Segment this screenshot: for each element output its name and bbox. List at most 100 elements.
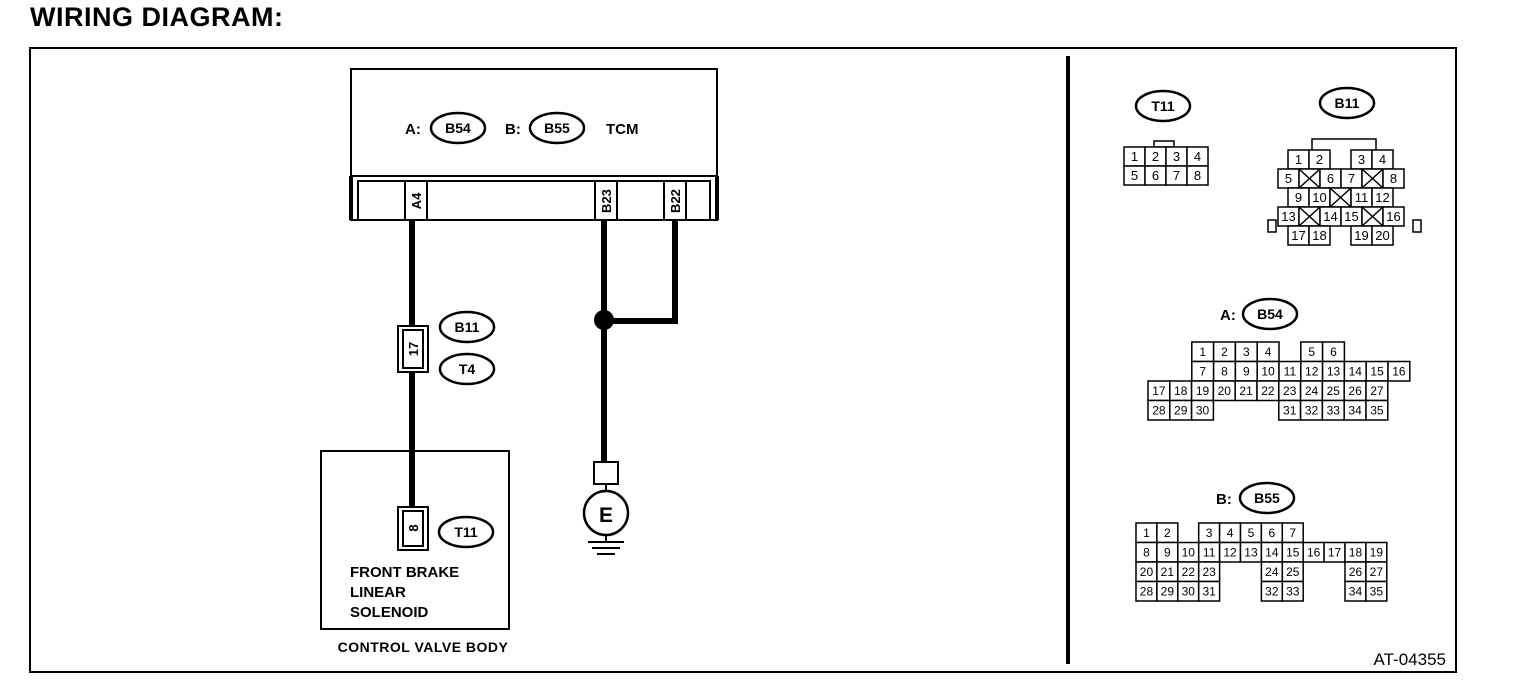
pin-number: 15 bbox=[1286, 546, 1300, 560]
pin-number: 8 bbox=[1390, 171, 1397, 186]
pin-number: 13 bbox=[1244, 546, 1258, 560]
pin-number: 32 bbox=[1265, 585, 1279, 599]
connector-view-b54-label: B54 bbox=[1257, 306, 1283, 322]
blank-pin-cross bbox=[1298, 168, 1321, 189]
pin-number: 7 bbox=[1199, 365, 1206, 379]
tcm-pin-b22-label: B22 bbox=[668, 189, 683, 213]
pin-number: 17 bbox=[1328, 546, 1342, 560]
pin-number: 17 bbox=[1291, 228, 1305, 243]
harness-connector-bottom: T4 bbox=[459, 361, 476, 377]
tcm-pin-a4: A4 bbox=[404, 180, 428, 221]
pin-number: 20 bbox=[1218, 384, 1232, 398]
blank-pin-cross bbox=[1298, 206, 1321, 227]
pin-number: 5 bbox=[1285, 171, 1292, 186]
pin-number: 6 bbox=[1152, 168, 1159, 183]
pin-number: 14 bbox=[1323, 209, 1337, 224]
diagram-frame bbox=[29, 47, 1457, 673]
tcm-pin-b23-label: B23 bbox=[599, 189, 614, 213]
tcm-connector-b-badge: B55 bbox=[528, 111, 586, 145]
solenoid-connector-8: 8 bbox=[397, 506, 429, 551]
pin-number: 4 bbox=[1379, 152, 1386, 167]
solenoid-connector-t11-badge: T11 bbox=[437, 515, 495, 549]
pin-number: 25 bbox=[1327, 384, 1341, 398]
pin-number: 12 bbox=[1223, 546, 1237, 560]
pin-number: 34 bbox=[1348, 404, 1362, 418]
connector-view-b55-prefix: B: bbox=[1216, 491, 1232, 508]
pin-number: 15 bbox=[1370, 365, 1384, 379]
pin-number: 2 bbox=[1152, 149, 1159, 164]
pin-number: 2 bbox=[1221, 345, 1228, 359]
pin-cell bbox=[1387, 360, 1411, 382]
pin-number: 10 bbox=[1182, 546, 1196, 560]
tcm-connector-a-prefix: A: bbox=[405, 121, 421, 138]
pin-number: 1 bbox=[1295, 152, 1302, 167]
pin-number: 10 bbox=[1312, 190, 1326, 205]
pin-number: 11 bbox=[1284, 365, 1297, 379]
pin-number: 6 bbox=[1330, 345, 1337, 359]
pin-number: 9 bbox=[1295, 190, 1302, 205]
pin-number: 32 bbox=[1305, 404, 1319, 418]
control-valve-body-label: CONTROL VALVE BODY bbox=[338, 639, 509, 655]
pin-number: 12 bbox=[1375, 190, 1389, 205]
pin-number: 1 bbox=[1199, 345, 1206, 359]
figure-id: AT-04355 bbox=[1374, 650, 1446, 669]
pin-number: 8 bbox=[1221, 365, 1228, 379]
pin-number: 9 bbox=[1164, 546, 1171, 560]
pin-number: 24 bbox=[1265, 565, 1279, 579]
pin-cell bbox=[1281, 580, 1304, 602]
pin-number: 1 bbox=[1143, 526, 1150, 540]
solenoid-connector: T11 bbox=[454, 524, 478, 540]
pin-number: 4 bbox=[1227, 526, 1234, 540]
pin-number: 20 bbox=[1140, 565, 1154, 579]
pin-number: 7 bbox=[1289, 526, 1296, 540]
pin-number: 15 bbox=[1344, 209, 1358, 224]
pin-number: 20 bbox=[1375, 228, 1389, 243]
pin-number: 16 bbox=[1386, 209, 1400, 224]
pin-number: 24 bbox=[1305, 384, 1319, 398]
pin-number: 4 bbox=[1194, 149, 1201, 164]
tcm-label: TCM bbox=[606, 121, 639, 138]
pin-number: 2 bbox=[1316, 152, 1323, 167]
solenoid-name-line-3: SOLENOID bbox=[350, 604, 429, 621]
pin-number: 13 bbox=[1281, 209, 1295, 224]
pin-number: 18 bbox=[1174, 384, 1188, 398]
harness-connector-t4-badge: T4 bbox=[438, 352, 496, 386]
pin-number: 22 bbox=[1182, 565, 1196, 579]
pin-cell bbox=[1190, 399, 1215, 421]
tcm-pin-b22: B22 bbox=[663, 180, 687, 221]
pin-number: 18 bbox=[1349, 546, 1363, 560]
pin-cell bbox=[1186, 165, 1209, 186]
solenoid-pin-label: 8 bbox=[406, 524, 421, 531]
pin-number: 30 bbox=[1182, 585, 1196, 599]
pin-number: 14 bbox=[1265, 546, 1279, 560]
harness-connector-top: B11 bbox=[455, 319, 480, 335]
blank-pin-cross bbox=[1361, 168, 1384, 189]
pin-number: 33 bbox=[1286, 585, 1300, 599]
pin-number: 5 bbox=[1248, 526, 1255, 540]
pin-number: 25 bbox=[1286, 565, 1300, 579]
pin-number: 10 bbox=[1261, 365, 1275, 379]
pin-number: 19 bbox=[1370, 546, 1384, 560]
blank-pin-cross bbox=[1329, 187, 1352, 208]
pin-number: 12 bbox=[1305, 365, 1319, 379]
pin-number: 35 bbox=[1370, 404, 1384, 418]
pin-number: 21 bbox=[1161, 565, 1175, 579]
pin-number: 17 bbox=[1152, 384, 1166, 398]
pin-number: 27 bbox=[1370, 565, 1384, 579]
pin-cell bbox=[1371, 225, 1394, 246]
pin-number: 26 bbox=[1349, 565, 1363, 579]
control-valve-body-box bbox=[320, 450, 510, 630]
pin-cell bbox=[1197, 580, 1221, 602]
pin-cell bbox=[1365, 399, 1389, 421]
pin-number: 13 bbox=[1327, 365, 1341, 379]
page-title: WIRING DIAGRAM: bbox=[30, 2, 284, 32]
pin-number: 34 bbox=[1349, 585, 1363, 599]
tcm-connector-b-prefix: B: bbox=[505, 121, 521, 138]
pin-number: 14 bbox=[1349, 365, 1363, 379]
pin-number: 19 bbox=[1354, 228, 1368, 243]
pin-number: 29 bbox=[1174, 404, 1188, 418]
tcm-connector-b-ref: B55 bbox=[544, 120, 570, 136]
solenoid-name-line-1: FRONT BRAKE bbox=[350, 564, 459, 581]
